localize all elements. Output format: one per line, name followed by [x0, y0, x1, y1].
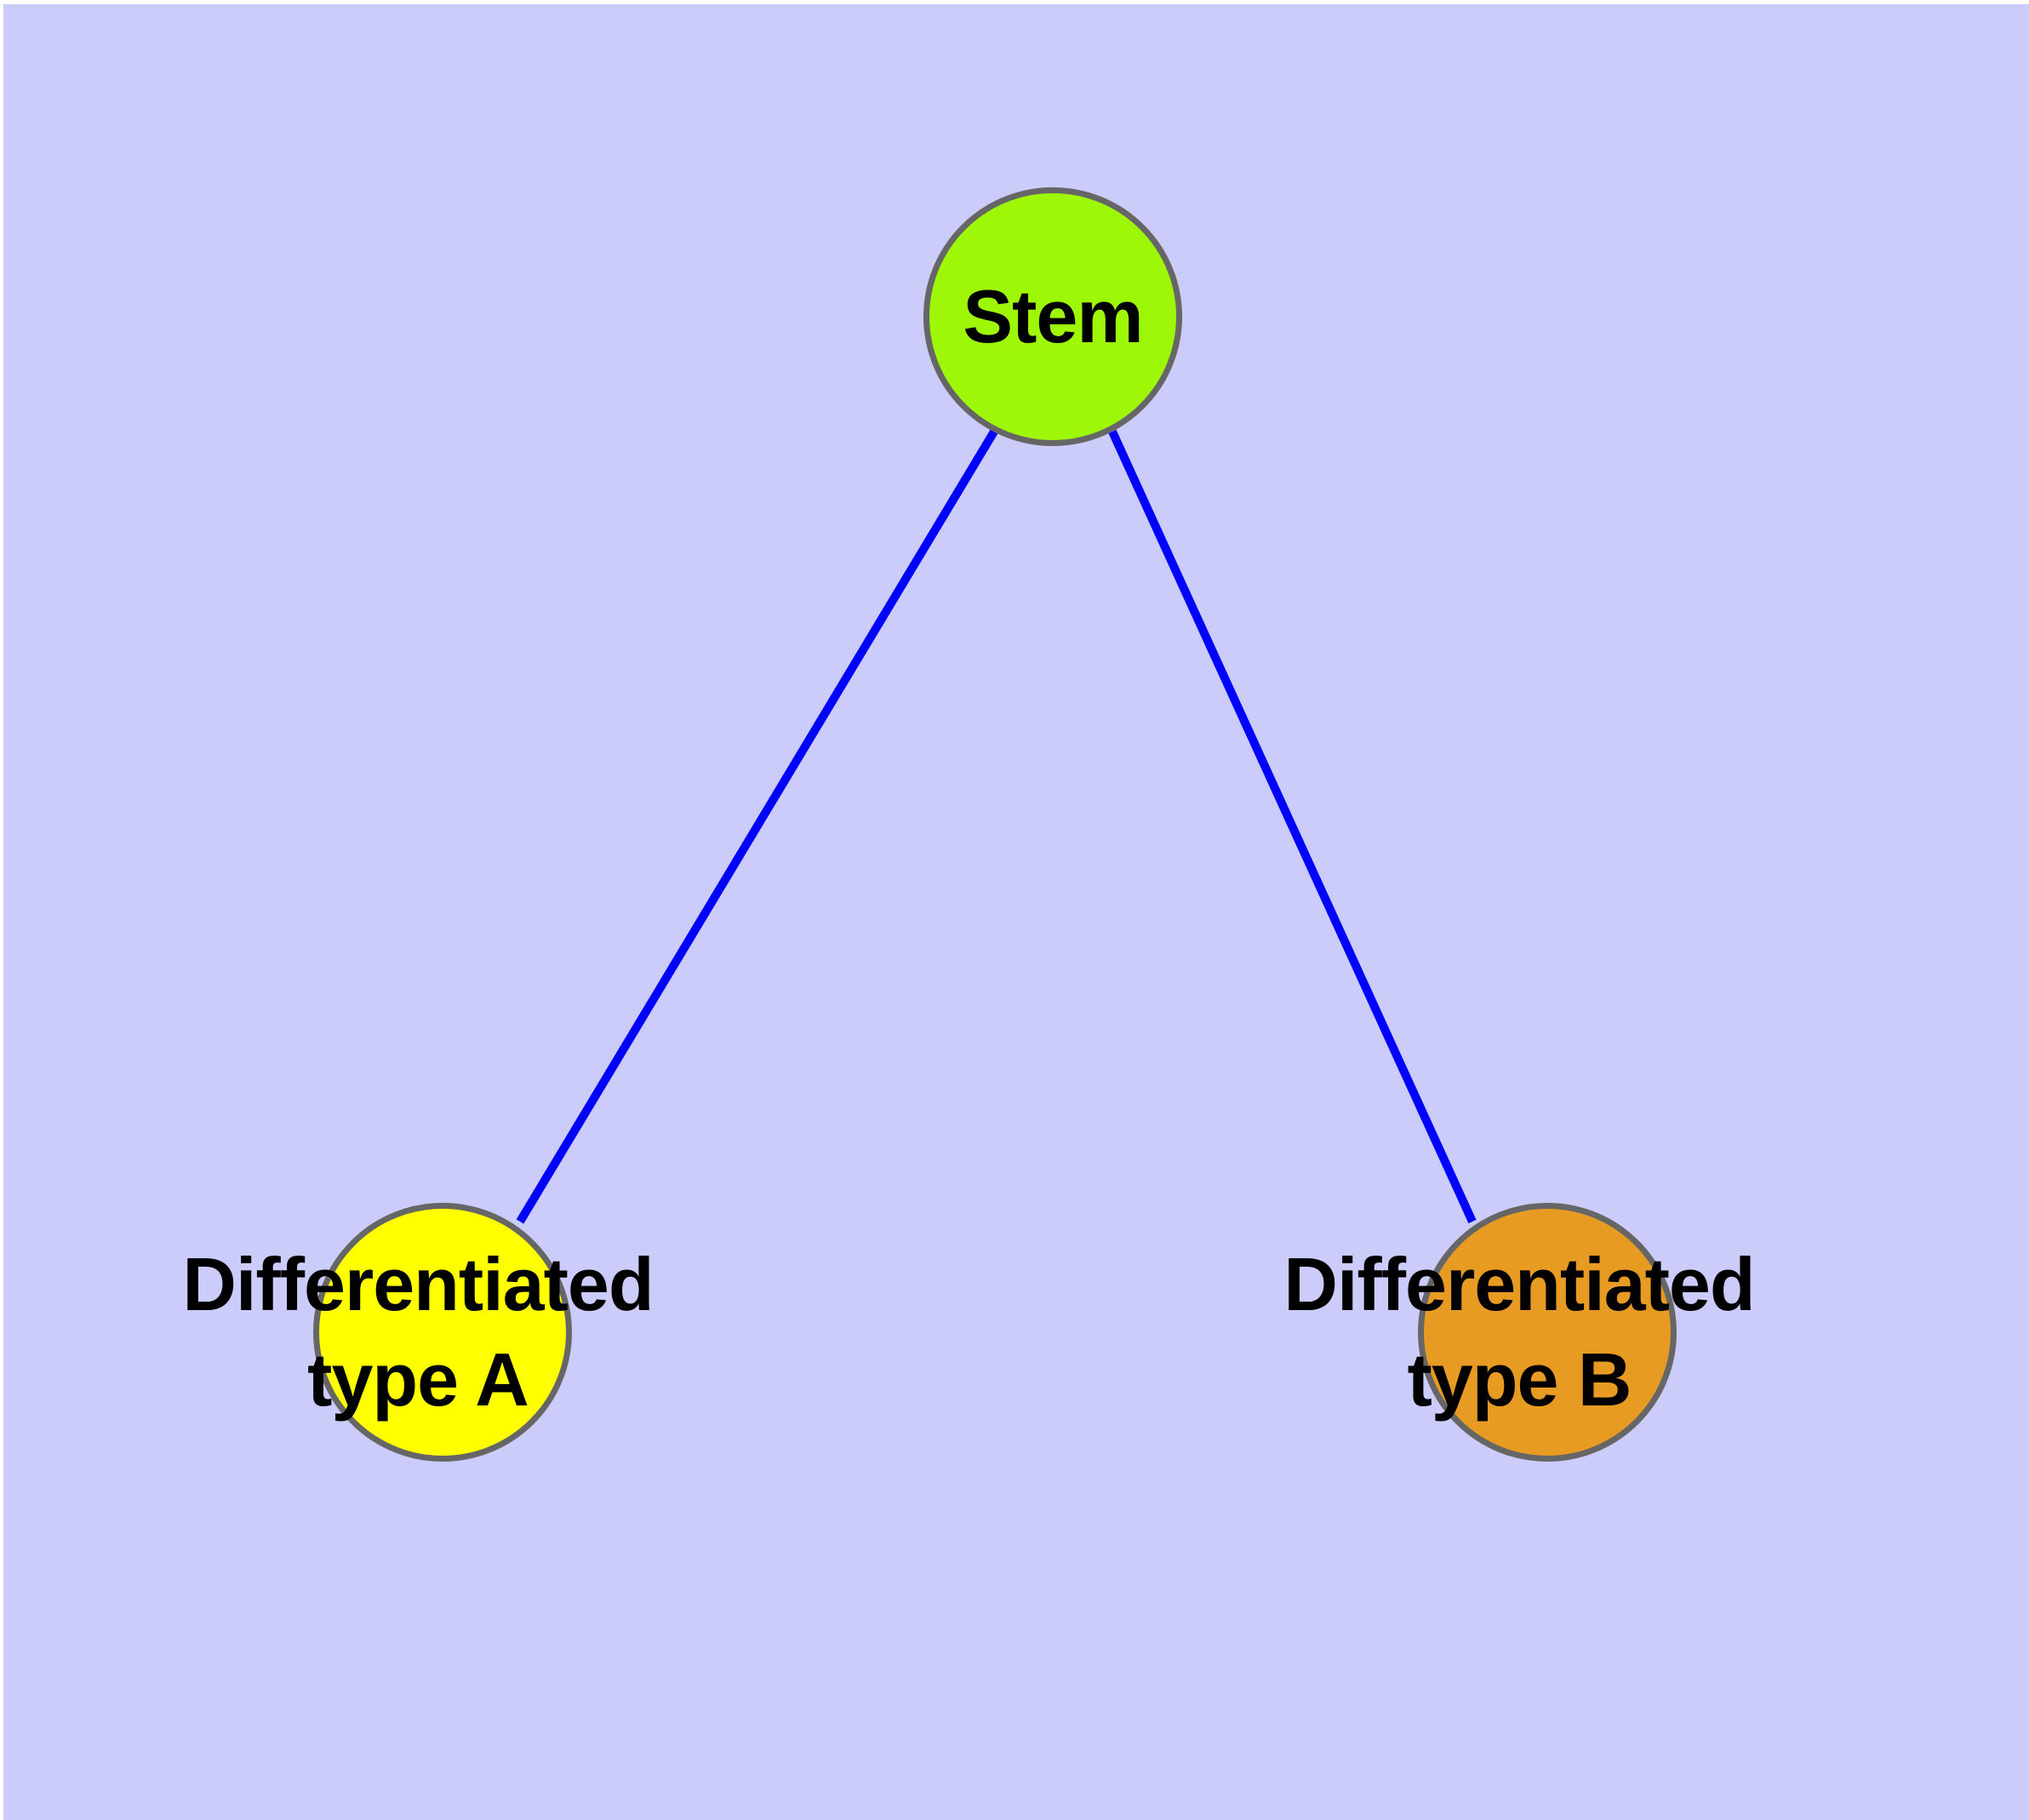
- node-differentiated-type-a[interactable]: [313, 1203, 572, 1462]
- edge-layer: [516, 429, 1477, 1224]
- node-stem[interactable]: [923, 187, 1182, 446]
- edge-stem-to-differentiated-type-b[interactable]: [1108, 429, 1477, 1224]
- node-differentiated-type-b[interactable]: [1418, 1203, 1677, 1462]
- edge-stem-to-differentiated-type-a[interactable]: [516, 429, 998, 1224]
